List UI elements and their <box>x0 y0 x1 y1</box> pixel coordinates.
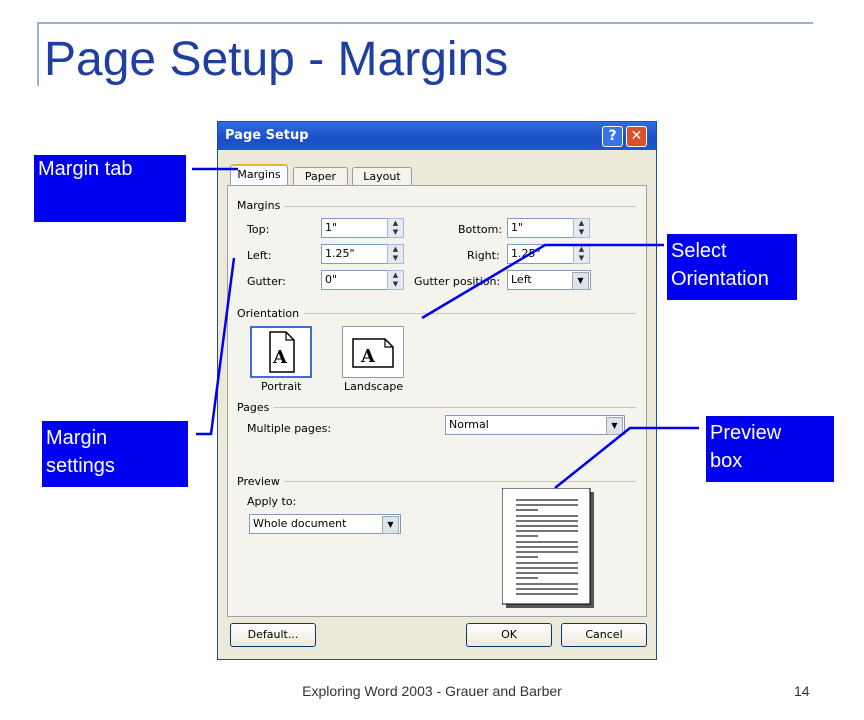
pages-section-label: Pages <box>237 401 274 414</box>
chevron-down-icon[interactable]: ▼ <box>382 516 399 534</box>
slide-number: 14 <box>794 683 810 699</box>
left-margin-spinner[interactable]: ▲▼ <box>387 244 404 264</box>
right-margin-spinner[interactable]: ▲▼ <box>573 244 590 264</box>
svg-text:A: A <box>272 347 288 368</box>
landscape-page-icon: A <box>352 338 394 368</box>
right-margin-input[interactable]: 1.25" <box>507 244 575 264</box>
slide-footer: Exploring Word 2003 - Grauer and Barber <box>302 683 562 699</box>
pages-divider <box>274 407 636 408</box>
gutter-position-label: Gutter position: <box>414 275 501 288</box>
close-icon: ✕ <box>630 128 643 144</box>
bottom-margin-spinner[interactable]: ▲▼ <box>573 218 590 238</box>
portrait-page-icon: A <box>269 331 295 373</box>
page-setup-dialog: Page Setup ? ✕ Margins Paper Layout Marg… <box>217 121 657 660</box>
apply-to-label: Apply to: <box>247 495 297 508</box>
margins-section-label: Margins <box>237 199 285 212</box>
callout-margin-settings-line2: settings <box>46 455 115 477</box>
portrait-label: Portrait <box>261 380 302 393</box>
multiple-pages-value: Normal <box>449 418 489 431</box>
landscape-option[interactable]: A <box>342 326 404 378</box>
tab-margins[interactable]: Margins <box>230 164 288 186</box>
top-margin-spinner[interactable]: ▲▼ <box>387 218 404 238</box>
callout-margin-tab-text: Margin tab <box>38 158 133 180</box>
gutter-position-select[interactable]: Left ▼ <box>507 270 591 290</box>
help-icon: ? <box>608 128 617 144</box>
preview-page <box>502 488 594 608</box>
orientation-section-label: Orientation <box>237 307 304 320</box>
preview-section-label: Preview <box>237 475 284 488</box>
slide-frame-top <box>37 22 813 24</box>
callout-select-orientation: Select Orientation <box>667 234 797 300</box>
callout-preview-line2: box <box>710 450 743 472</box>
dialog-title: Page Setup <box>225 128 309 143</box>
tab-paper[interactable]: Paper <box>293 167 348 187</box>
gutter-position-value: Left <box>511 273 532 286</box>
ok-button[interactable]: OK <box>466 623 552 647</box>
preview-divider <box>282 481 636 482</box>
callout-margin-settings: Margin settings <box>42 421 188 487</box>
left-label: Left: <box>247 249 272 262</box>
landscape-label: Landscape <box>344 380 404 393</box>
right-label: Right: <box>467 249 500 262</box>
slide-frame-left <box>37 22 39 86</box>
callout-margin-settings-line1: Margin <box>46 427 108 449</box>
callout-margin-tab: Margin tab <box>34 155 186 222</box>
slide-title: Page Setup - Margins <box>44 33 509 86</box>
close-button[interactable]: ✕ <box>626 126 647 147</box>
help-button[interactable]: ? <box>602 126 623 147</box>
multiple-pages-select[interactable]: Normal ▼ <box>445 415 625 435</box>
tab-margins-label: Margins <box>237 168 281 181</box>
bottom-margin-input[interactable]: 1" <box>507 218 575 238</box>
gutter-label: Gutter: <box>247 275 286 288</box>
preview-text-lines <box>516 499 578 595</box>
chevron-down-icon[interactable]: ▼ <box>606 417 623 435</box>
svg-text:A: A <box>360 346 376 367</box>
gutter-spinner[interactable]: ▲▼ <box>387 270 404 290</box>
apply-to-value: Whole document <box>253 517 347 530</box>
left-margin-input[interactable]: 1.25" <box>321 244 389 264</box>
orientation-divider <box>304 313 636 314</box>
cancel-button[interactable]: Cancel <box>561 623 647 647</box>
gutter-input[interactable]: 0" <box>321 270 389 290</box>
portrait-option[interactable]: A <box>250 326 312 378</box>
top-margin-input[interactable]: 1" <box>321 218 389 238</box>
tab-layout[interactable]: Layout <box>352 167 412 187</box>
top-label: Top: <box>247 223 270 236</box>
callout-orientation-line2: Orientation <box>671 268 769 290</box>
multiple-pages-label: Multiple pages: <box>247 422 332 435</box>
callout-preview-box: Preview box <box>706 416 834 482</box>
callout-preview-line1: Preview <box>710 422 782 444</box>
dialog-titlebar: Page Setup ? ✕ <box>218 122 656 150</box>
apply-to-select[interactable]: Whole document ▼ <box>249 514 401 534</box>
margins-divider <box>280 206 636 207</box>
chevron-down-icon[interactable]: ▼ <box>572 272 589 290</box>
callout-orientation-line1: Select <box>671 240 727 262</box>
default-button[interactable]: Default... <box>230 623 316 647</box>
bottom-label: Bottom: <box>458 223 503 236</box>
tab-layout-label: Layout <box>363 170 401 183</box>
tab-paper-label: Paper <box>304 170 337 183</box>
